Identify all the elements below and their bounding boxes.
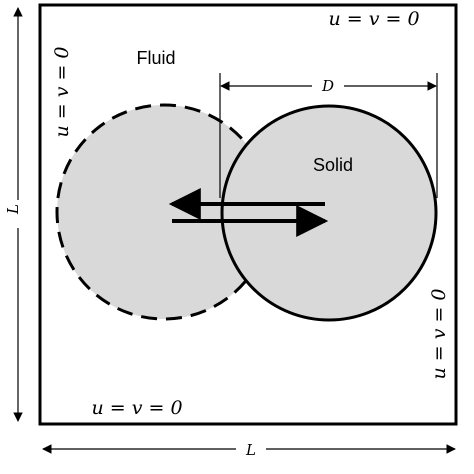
diameter-label: D — [321, 77, 334, 95]
width-label: L — [245, 441, 256, 459]
bc-right-label: u = v = 0 — [428, 288, 450, 379]
fluid-label: Fluid — [136, 48, 175, 68]
solid-label: Solid — [313, 155, 353, 175]
bc-bottom-label: u = v = 0 — [91, 397, 182, 419]
bc-left-label: u = v = 0 — [51, 46, 73, 137]
bc-top-label: u = v = 0 — [328, 8, 419, 30]
height-label: L — [4, 204, 22, 215]
domain-boundary — [38, 3, 458, 426]
solid-circle — [220, 104, 438, 322]
